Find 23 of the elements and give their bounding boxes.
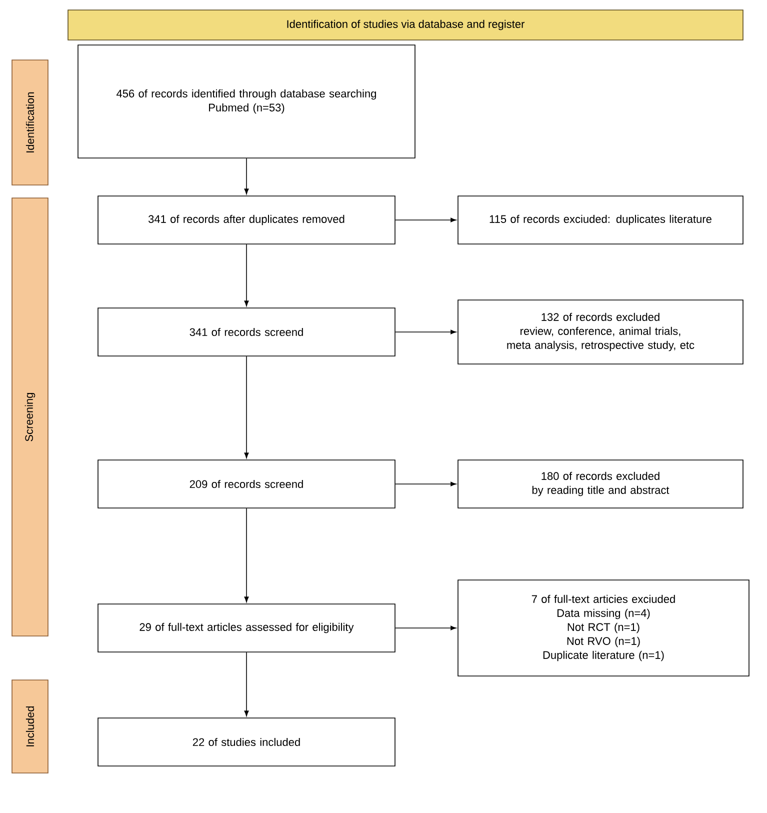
arrow — [395, 482, 456, 486]
stage-band: Screening — [12, 198, 48, 636]
stage-band: Identification — [12, 60, 48, 186]
arrow — [244, 652, 249, 716]
process-box: 456 of records identified through database searching Pubmed (n=53) — [78, 44, 416, 158]
arrow — [244, 356, 249, 458]
process-box: 7 of full-text articies exciuded Data missing (n=4) Not RCT (n=1) Not RVO (n=1) Duplicate literature (n=1) — [458, 580, 750, 676]
process-box: 22 of studies included — [98, 718, 396, 766]
process-box: 209 of records screend — [98, 460, 396, 508]
arrow — [244, 508, 249, 602]
process-box: 29 of full-text articles assessed for eligibility — [98, 604, 396, 652]
arrow — [244, 244, 249, 306]
process-box: 341 of records screend — [98, 308, 396, 356]
process-box: 341 of records after duplicates removed — [98, 196, 396, 244]
header-banner: Identification of studies via database and register — [68, 10, 744, 40]
process-box: 180 of records excluded by reading title and abstract — [458, 460, 744, 508]
arrow — [395, 330, 456, 334]
process-box: 115 of records exciuded: duplicates literature — [458, 196, 744, 244]
process-box: 132 of records excluded review, conference, animal trials, meta analysis, retrospective study, etc — [458, 300, 744, 364]
arrow — [244, 158, 249, 194]
arrow — [395, 626, 456, 630]
stage-band: Included — [12, 680, 48, 774]
arrow — [395, 218, 456, 222]
